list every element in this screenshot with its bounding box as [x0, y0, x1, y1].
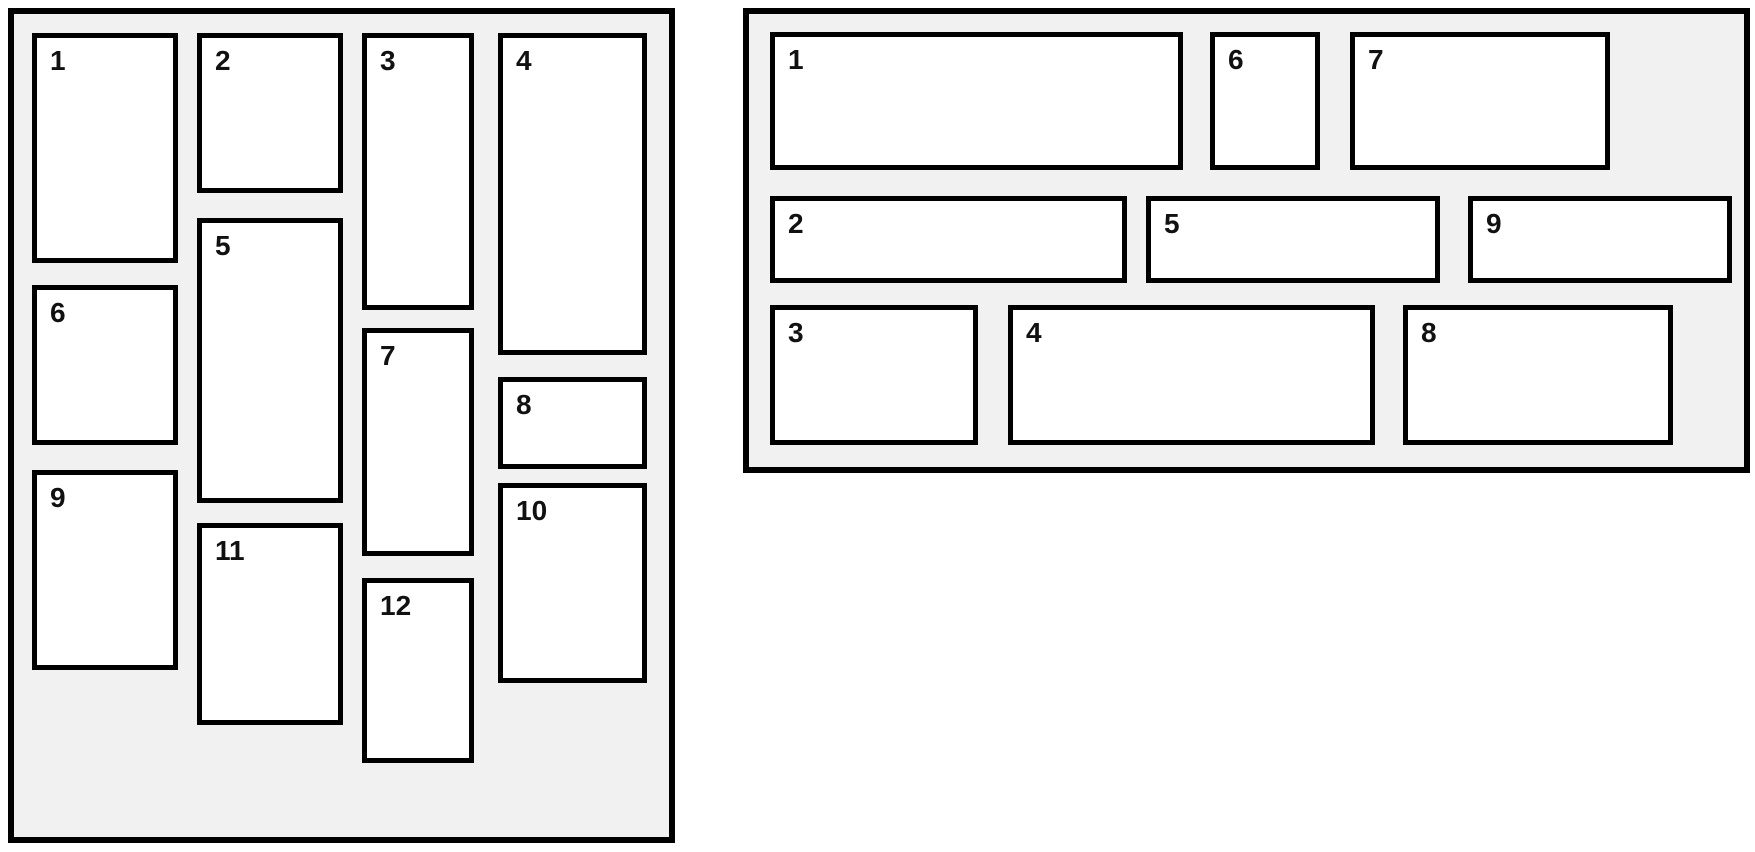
item-label: 2 — [215, 45, 231, 76]
v-masonry-item-11: 11 — [197, 523, 343, 725]
v-masonry-item-7: 7 — [362, 328, 474, 556]
h-masonry-item-3: 3 — [770, 305, 978, 445]
v-masonry-item-9: 9 — [32, 470, 178, 670]
item-label: 8 — [516, 389, 532, 420]
item-label: 5 — [215, 230, 231, 261]
v-masonry-item-10: 10 — [498, 483, 647, 683]
h-masonry-item-2: 2 — [770, 196, 1127, 283]
v-masonry-item-1: 1 — [32, 33, 178, 263]
h-masonry-item-8: 8 — [1403, 305, 1673, 445]
v-masonry-item-5: 5 — [197, 218, 343, 503]
h-masonry-item-7: 7 — [1350, 32, 1610, 170]
item-label: 3 — [788, 317, 804, 348]
item-label: 10 — [516, 495, 548, 526]
item-label: 2 — [788, 208, 804, 239]
v-masonry-item-3: 3 — [362, 33, 474, 310]
h-masonry-item-9: 9 — [1468, 196, 1732, 283]
item-label: 6 — [50, 297, 66, 328]
vertical-masonry-panel: 1 6 9 2 5 11 3 7 12 4 8 10 — [8, 8, 675, 843]
item-label: 4 — [1026, 317, 1042, 348]
v-masonry-item-8: 8 — [498, 377, 647, 469]
item-label: 9 — [50, 482, 66, 513]
item-label: 4 — [516, 45, 532, 76]
item-label: 6 — [1228, 44, 1244, 75]
h-masonry-item-4: 4 — [1008, 305, 1375, 445]
horizontal-masonry-panel: 1 6 7 2 5 9 3 4 8 — [743, 8, 1750, 473]
v-masonry-item-4: 4 — [498, 33, 647, 355]
item-label: 7 — [1368, 44, 1384, 75]
item-label: 8 — [1421, 317, 1437, 348]
v-masonry-item-2: 2 — [197, 33, 343, 193]
item-label: 11 — [215, 535, 245, 566]
h-masonry-item-6: 6 — [1210, 32, 1320, 170]
item-label: 1 — [788, 44, 804, 75]
h-masonry-item-5: 5 — [1146, 196, 1440, 283]
item-label: 9 — [1486, 208, 1502, 239]
item-label: 7 — [380, 340, 396, 371]
item-label: 3 — [380, 45, 396, 76]
item-label: 5 — [1164, 208, 1180, 239]
v-masonry-item-12: 12 — [362, 578, 474, 763]
h-masonry-item-1: 1 — [770, 32, 1183, 170]
item-label: 1 — [50, 45, 66, 76]
item-label: 12 — [380, 590, 412, 621]
v-masonry-item-6: 6 — [32, 285, 178, 445]
